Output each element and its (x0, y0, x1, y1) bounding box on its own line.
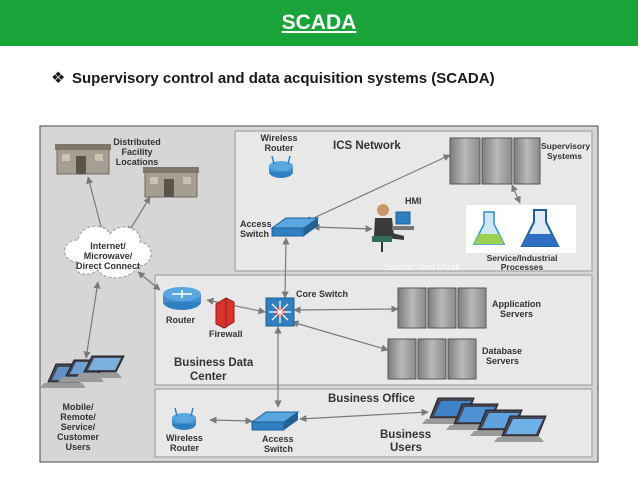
facility-label-1: Distributed (113, 137, 161, 147)
data-center-title-1: Business Data (174, 357, 254, 369)
laptop-icon (40, 355, 125, 388)
mobile-label-3: Service/ (61, 422, 96, 432)
application-servers-label-2: Servers (500, 309, 533, 319)
ics-network-title: ICS Network (333, 140, 401, 152)
facility-building-icon (143, 167, 199, 198)
service-label-1: Service/Industrial (487, 253, 558, 263)
access-switch-icon (250, 411, 300, 431)
facility-label-3: Locations (116, 157, 159, 167)
page-title: SCADA (281, 11, 357, 34)
ics-access-switch-label-2: Switch (240, 229, 269, 239)
office-wireless-router-label-1: Wireless (166, 433, 203, 443)
mobile-label-4: Customer (57, 432, 100, 442)
business-users-label-1: Business (380, 429, 431, 441)
data-center-title-2: Center (190, 371, 227, 383)
firewall-icon (215, 297, 235, 329)
hmi-label: HMI (405, 196, 422, 206)
internet-label-3: Direct Connect (76, 261, 140, 271)
supervisory-servers-icon (449, 137, 541, 185)
internet-label-2: Microwave/ (84, 251, 133, 261)
flask-icon (472, 211, 506, 245)
access-switch-icon (270, 217, 320, 237)
ics-wireless-router-label-2: Router (265, 143, 294, 153)
source-credit: Source: Tom Olzak (384, 262, 460, 272)
flask-icon (520, 209, 560, 247)
wireless-router-icon (269, 155, 293, 178)
mobile-label-1: Mobile/ (63, 402, 94, 412)
business-users-label-2: Users (390, 442, 422, 454)
internet-label-1: Internet/ (90, 241, 126, 251)
mobile-label-2: Remote/ (60, 412, 96, 422)
ics-wireless-router-label-1: Wireless (261, 133, 298, 143)
business-office-title: Business Office (328, 393, 415, 405)
title-banner (0, 0, 638, 46)
connectors (83, 154, 521, 425)
application-servers-icon (397, 287, 487, 329)
service-label-2: Processes (501, 262, 544, 272)
laptop-icon (422, 397, 547, 442)
supervisory-label-2: Systems (547, 151, 582, 161)
router-icon (163, 287, 201, 310)
facility-building-icon (55, 144, 111, 175)
internet-cloud-icon (64, 225, 152, 279)
facility-label-2: Facility (121, 147, 152, 157)
subtitle: Supervisory control and data acquisition… (72, 70, 495, 87)
hmi-operator-icon (372, 204, 414, 252)
office-wireless-router-label-2: Router (170, 443, 199, 453)
database-servers-label-2: Servers (486, 356, 519, 366)
mobile-label-5: Users (65, 442, 90, 452)
office-access-switch-label-1: Access (262, 434, 294, 444)
office-access-switch-label-2: Switch (264, 444, 293, 454)
wireless-router-icon (172, 407, 196, 430)
supervisory-label-1: Supervisory (541, 141, 590, 151)
firewall-label: Firewall (209, 329, 243, 339)
database-servers-label-1: Database (482, 346, 522, 356)
router-label: Router (166, 315, 195, 325)
application-servers-label-1: Application (492, 299, 541, 309)
core-switch-icon (265, 297, 295, 327)
ics-access-switch-label-1: Access (240, 219, 272, 229)
bullet-icon: ❖ (51, 70, 66, 87)
core-switch-label: Core Switch (296, 289, 348, 299)
database-servers-icon (387, 338, 477, 380)
